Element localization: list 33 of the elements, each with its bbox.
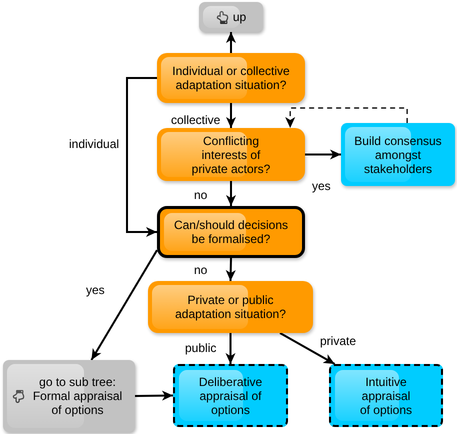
- edge-label: collective: [170, 113, 222, 127]
- arrow: [226, 32, 236, 53]
- node-text: up: [232, 10, 246, 24]
- action-box: [341, 123, 455, 186]
- outcome-box: [173, 364, 288, 427]
- arrow: [280, 332, 336, 365]
- node-text: Build consensus amongst stakeholders: [353, 134, 443, 176]
- decision-box: [157, 53, 305, 103]
- outcome-box: [329, 364, 443, 427]
- arrow: [226, 181, 236, 206]
- arrow: [90, 250, 158, 361]
- arrow: [226, 333, 236, 364]
- decision-box: [157, 128, 305, 181]
- arrow: [226, 103, 236, 128]
- node-text: Individual or collective adaptation situation?: [171, 64, 291, 92]
- arrow: [226, 258, 236, 282]
- arrow: [126, 77, 157, 237]
- decision-box: [148, 281, 313, 333]
- node-text: Deliberative appraisal of options: [198, 374, 264, 416]
- node-text: go to sub tree: Formal appraisal of options: [32, 375, 124, 417]
- dashed-arrow: [285, 107, 408, 128]
- node-text: Can/should decisions be formalised?: [172, 218, 290, 246]
- node-text: Intuitive appraisal of options: [358, 374, 414, 416]
- arrow: [134, 390, 174, 401]
- edge-label: private: [319, 334, 358, 348]
- arrow: [305, 150, 341, 160]
- navigation-box: [199, 2, 263, 32]
- navigation-box: [3, 360, 135, 432]
- decision-box: [157, 206, 305, 258]
- edge-label: public: [184, 341, 218, 355]
- edge-label: individual: [68, 137, 120, 151]
- node-text: Private or public adaptation situation?: [174, 293, 287, 321]
- node-text: Conflicting interests of private actors?: [190, 134, 272, 176]
